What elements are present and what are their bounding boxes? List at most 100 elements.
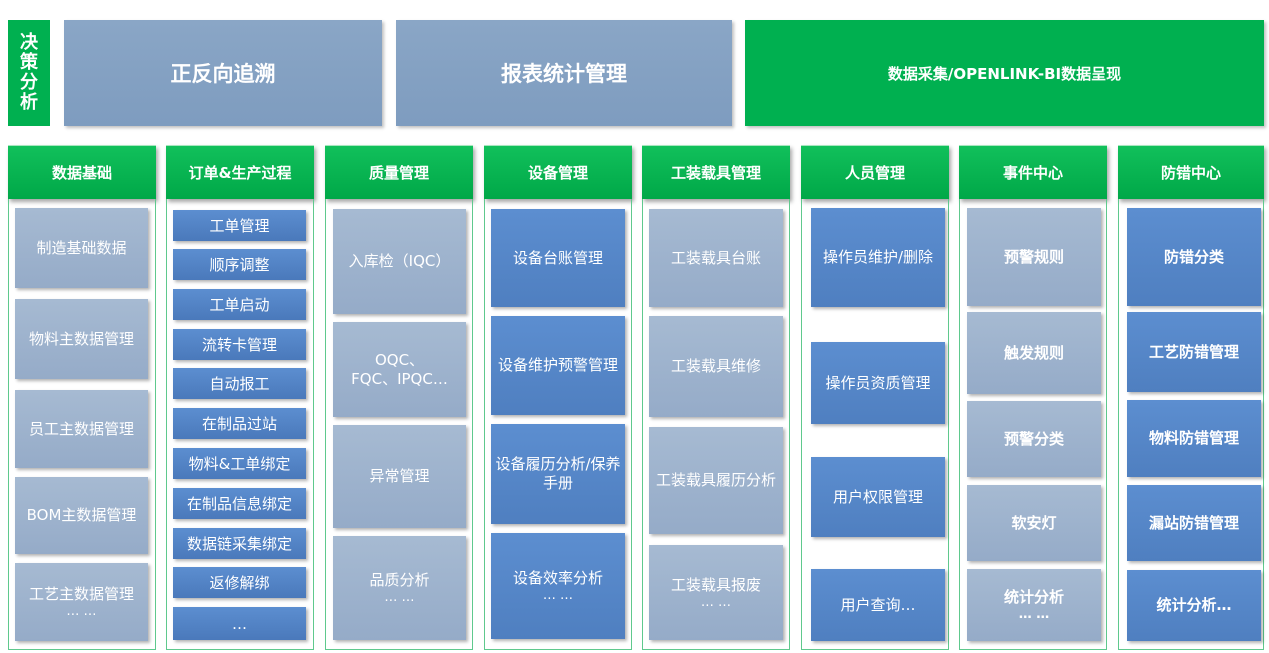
- tile-tooling-ledger[interactable]: 工装载具台账: [649, 209, 783, 307]
- tile-tooling-repair[interactable]: 工装载具维修: [649, 316, 783, 417]
- tile-trigger-rules[interactable]: 触发规则: [967, 312, 1101, 394]
- header-order-production[interactable]: 订单&生产过程: [166, 145, 314, 199]
- tile-user-query[interactable]: 用户查询…: [811, 569, 945, 641]
- column-frame: [8, 199, 156, 650]
- tile-equipment-maintenance-alert[interactable]: 设备维护预警管理: [491, 316, 625, 415]
- decision-char: 分: [20, 72, 38, 93]
- tile-label: 统计分析: [1003, 588, 1064, 606]
- tile-flow-card-management[interactable]: 流转卡管理: [173, 329, 306, 360]
- tile-equipment-ledger[interactable]: 设备台账管理: [491, 209, 625, 307]
- tile-label: 用户权限管理: [832, 487, 923, 506]
- tile-soft-andon[interactable]: 软安灯: [967, 485, 1101, 561]
- tile-label: 员工主数据管理: [28, 419, 134, 438]
- tile-alert-rules[interactable]: 预警规则: [967, 208, 1101, 306]
- tile-more: … …: [700, 594, 732, 610]
- tile-data-chain-bind[interactable]: 数据链采集绑定: [173, 528, 306, 559]
- tile-process-error-proofing[interactable]: 工艺防错管理: [1127, 312, 1261, 392]
- tile-label: 物料主数据管理: [28, 329, 134, 348]
- tile-more: … …: [66, 604, 97, 619]
- tile-label: 软安灯: [1011, 513, 1057, 532]
- tile-label: 触发规则: [1003, 343, 1064, 362]
- tile-equipment-history[interactable]: 设备履历分析/保养手册: [491, 424, 625, 524]
- column-frame: [801, 199, 949, 650]
- tile-wip-info-bind[interactable]: 在制品信息绑定: [173, 488, 306, 519]
- header-event-center[interactable]: 事件中心: [959, 145, 1107, 199]
- tile-repair-unbind[interactable]: 返修解绑: [173, 567, 306, 598]
- tile-material-order-bind[interactable]: 物料&工单绑定: [173, 448, 306, 479]
- tile-user-permission[interactable]: 用户权限管理: [811, 457, 945, 537]
- tile-label: 入库检（IQC）: [348, 252, 451, 270]
- data-bi-block[interactable]: 数据采集/OPENLINK-BI数据呈现: [745, 20, 1264, 126]
- tile-alert-category[interactable]: 预警分类: [967, 401, 1101, 477]
- tile-label: 制造基础数据: [36, 238, 127, 257]
- decision-char: 策: [20, 52, 38, 73]
- tile-label: 工装载具报废: [670, 575, 761, 594]
- tile-label: 品质分析: [369, 571, 430, 589]
- tile-more: … …: [384, 590, 415, 605]
- tile-material-master-data[interactable]: 物料主数据管理: [15, 299, 148, 379]
- tile-wip-pass-station[interactable]: 在制品过站: [173, 408, 306, 439]
- tile-quality-analysis[interactable]: 品质分析… …: [333, 536, 466, 640]
- tile-label: 异常管理: [369, 467, 430, 485]
- tile-label: 用户查询…: [840, 595, 916, 614]
- tile-label: BOM主数据管理: [26, 506, 137, 524]
- tile-operator-maintain[interactable]: 操作员维护/删除: [811, 208, 945, 307]
- tile-bom-master-data[interactable]: BOM主数据管理: [15, 477, 148, 554]
- tile-more[interactable]: …: [173, 607, 306, 640]
- tile-exception-management[interactable]: 异常管理: [333, 425, 466, 528]
- tile-label: 设备履历分析/保养: [495, 455, 621, 473]
- tile-sequence-adjust[interactable]: 顺序调整: [173, 249, 306, 280]
- header-data-foundation[interactable]: 数据基础: [8, 145, 156, 199]
- header-equipment[interactable]: 设备管理: [484, 145, 632, 199]
- tile-error-category[interactable]: 防错分类: [1127, 208, 1261, 306]
- report-block[interactable]: 报表统计管理: [396, 20, 732, 126]
- column-frame: [484, 199, 632, 650]
- column-frame: [1118, 199, 1264, 650]
- tile-label: 操作员资质管理: [825, 373, 931, 392]
- header-tooling[interactable]: 工装载具管理: [642, 145, 790, 199]
- tile-missing-station-proofing[interactable]: 漏站防错管理: [1127, 485, 1261, 561]
- header-error-proofing[interactable]: 防错中心: [1118, 145, 1264, 199]
- trace-block[interactable]: 正反向追溯: [64, 20, 382, 126]
- tile-event-statistics[interactable]: 统计分析… …: [967, 569, 1101, 641]
- tile-label: 工装载具维修: [670, 357, 761, 375]
- header-quality[interactable]: 质量管理: [325, 145, 473, 199]
- tile-label: FQC、IPQC…: [351, 369, 448, 388]
- tile-label: 设备台账管理: [512, 248, 603, 267]
- tile-oqc-fqc-ipqc[interactable]: OQC、FQC、IPQC…: [333, 322, 466, 417]
- tile-label: 漏站防错管理: [1148, 513, 1239, 532]
- header-personnel[interactable]: 人员管理: [801, 145, 949, 199]
- tile-label: 物料防错管理: [1148, 429, 1239, 447]
- column-frame: [325, 199, 473, 650]
- tile-manufacturing-base-data[interactable]: 制造基础数据: [15, 208, 148, 288]
- decision-char: 决: [20, 32, 38, 53]
- column-frame: [166, 199, 314, 650]
- tile-auto-report[interactable]: 自动报工: [173, 368, 306, 399]
- tile-process-master-data[interactable]: 工艺主数据管理… …: [15, 563, 148, 641]
- tile-label: 预警分类: [1003, 429, 1064, 448]
- tile-material-error-proofing[interactable]: 物料防错管理: [1127, 400, 1261, 477]
- tile-label: 预警规则: [1003, 247, 1064, 266]
- tile-label: 工装载具履历分析: [655, 471, 776, 489]
- tile-tooling-scrap[interactable]: 工装载具报废… …: [649, 545, 783, 640]
- tile-iqc[interactable]: 入库检（IQC）: [333, 209, 466, 314]
- tile-equipment-efficiency[interactable]: 设备效率分析… …: [491, 533, 625, 639]
- tile-employee-master-data[interactable]: 员工主数据管理: [15, 390, 148, 468]
- tile-label: OQC、: [374, 350, 425, 369]
- tile-error-statistics[interactable]: 统计分析…: [1127, 570, 1261, 641]
- tile-work-order-management[interactable]: 工单管理: [173, 210, 306, 241]
- tile-label: 操作员维护/删除: [822, 248, 934, 266]
- tile-more: … …: [1018, 607, 1050, 622]
- tile-label: 工装载具台账: [670, 248, 761, 267]
- tile-label: 统计分析…: [1156, 596, 1232, 614]
- tile-tooling-history[interactable]: 工装载具履历分析: [649, 427, 783, 534]
- decision-analysis-label: 决 策 分 析: [8, 20, 50, 126]
- column-frame: [642, 199, 790, 650]
- tile-operator-qualification[interactable]: 操作员资质管理: [811, 342, 945, 424]
- tile-label: 工艺防错管理: [1148, 342, 1239, 361]
- tile-label: 防错分类: [1163, 247, 1224, 266]
- decision-char: 析: [20, 92, 38, 113]
- column-frame: [959, 199, 1107, 650]
- tile-label: 手册: [542, 474, 573, 492]
- tile-work-order-start[interactable]: 工单启动: [173, 289, 306, 320]
